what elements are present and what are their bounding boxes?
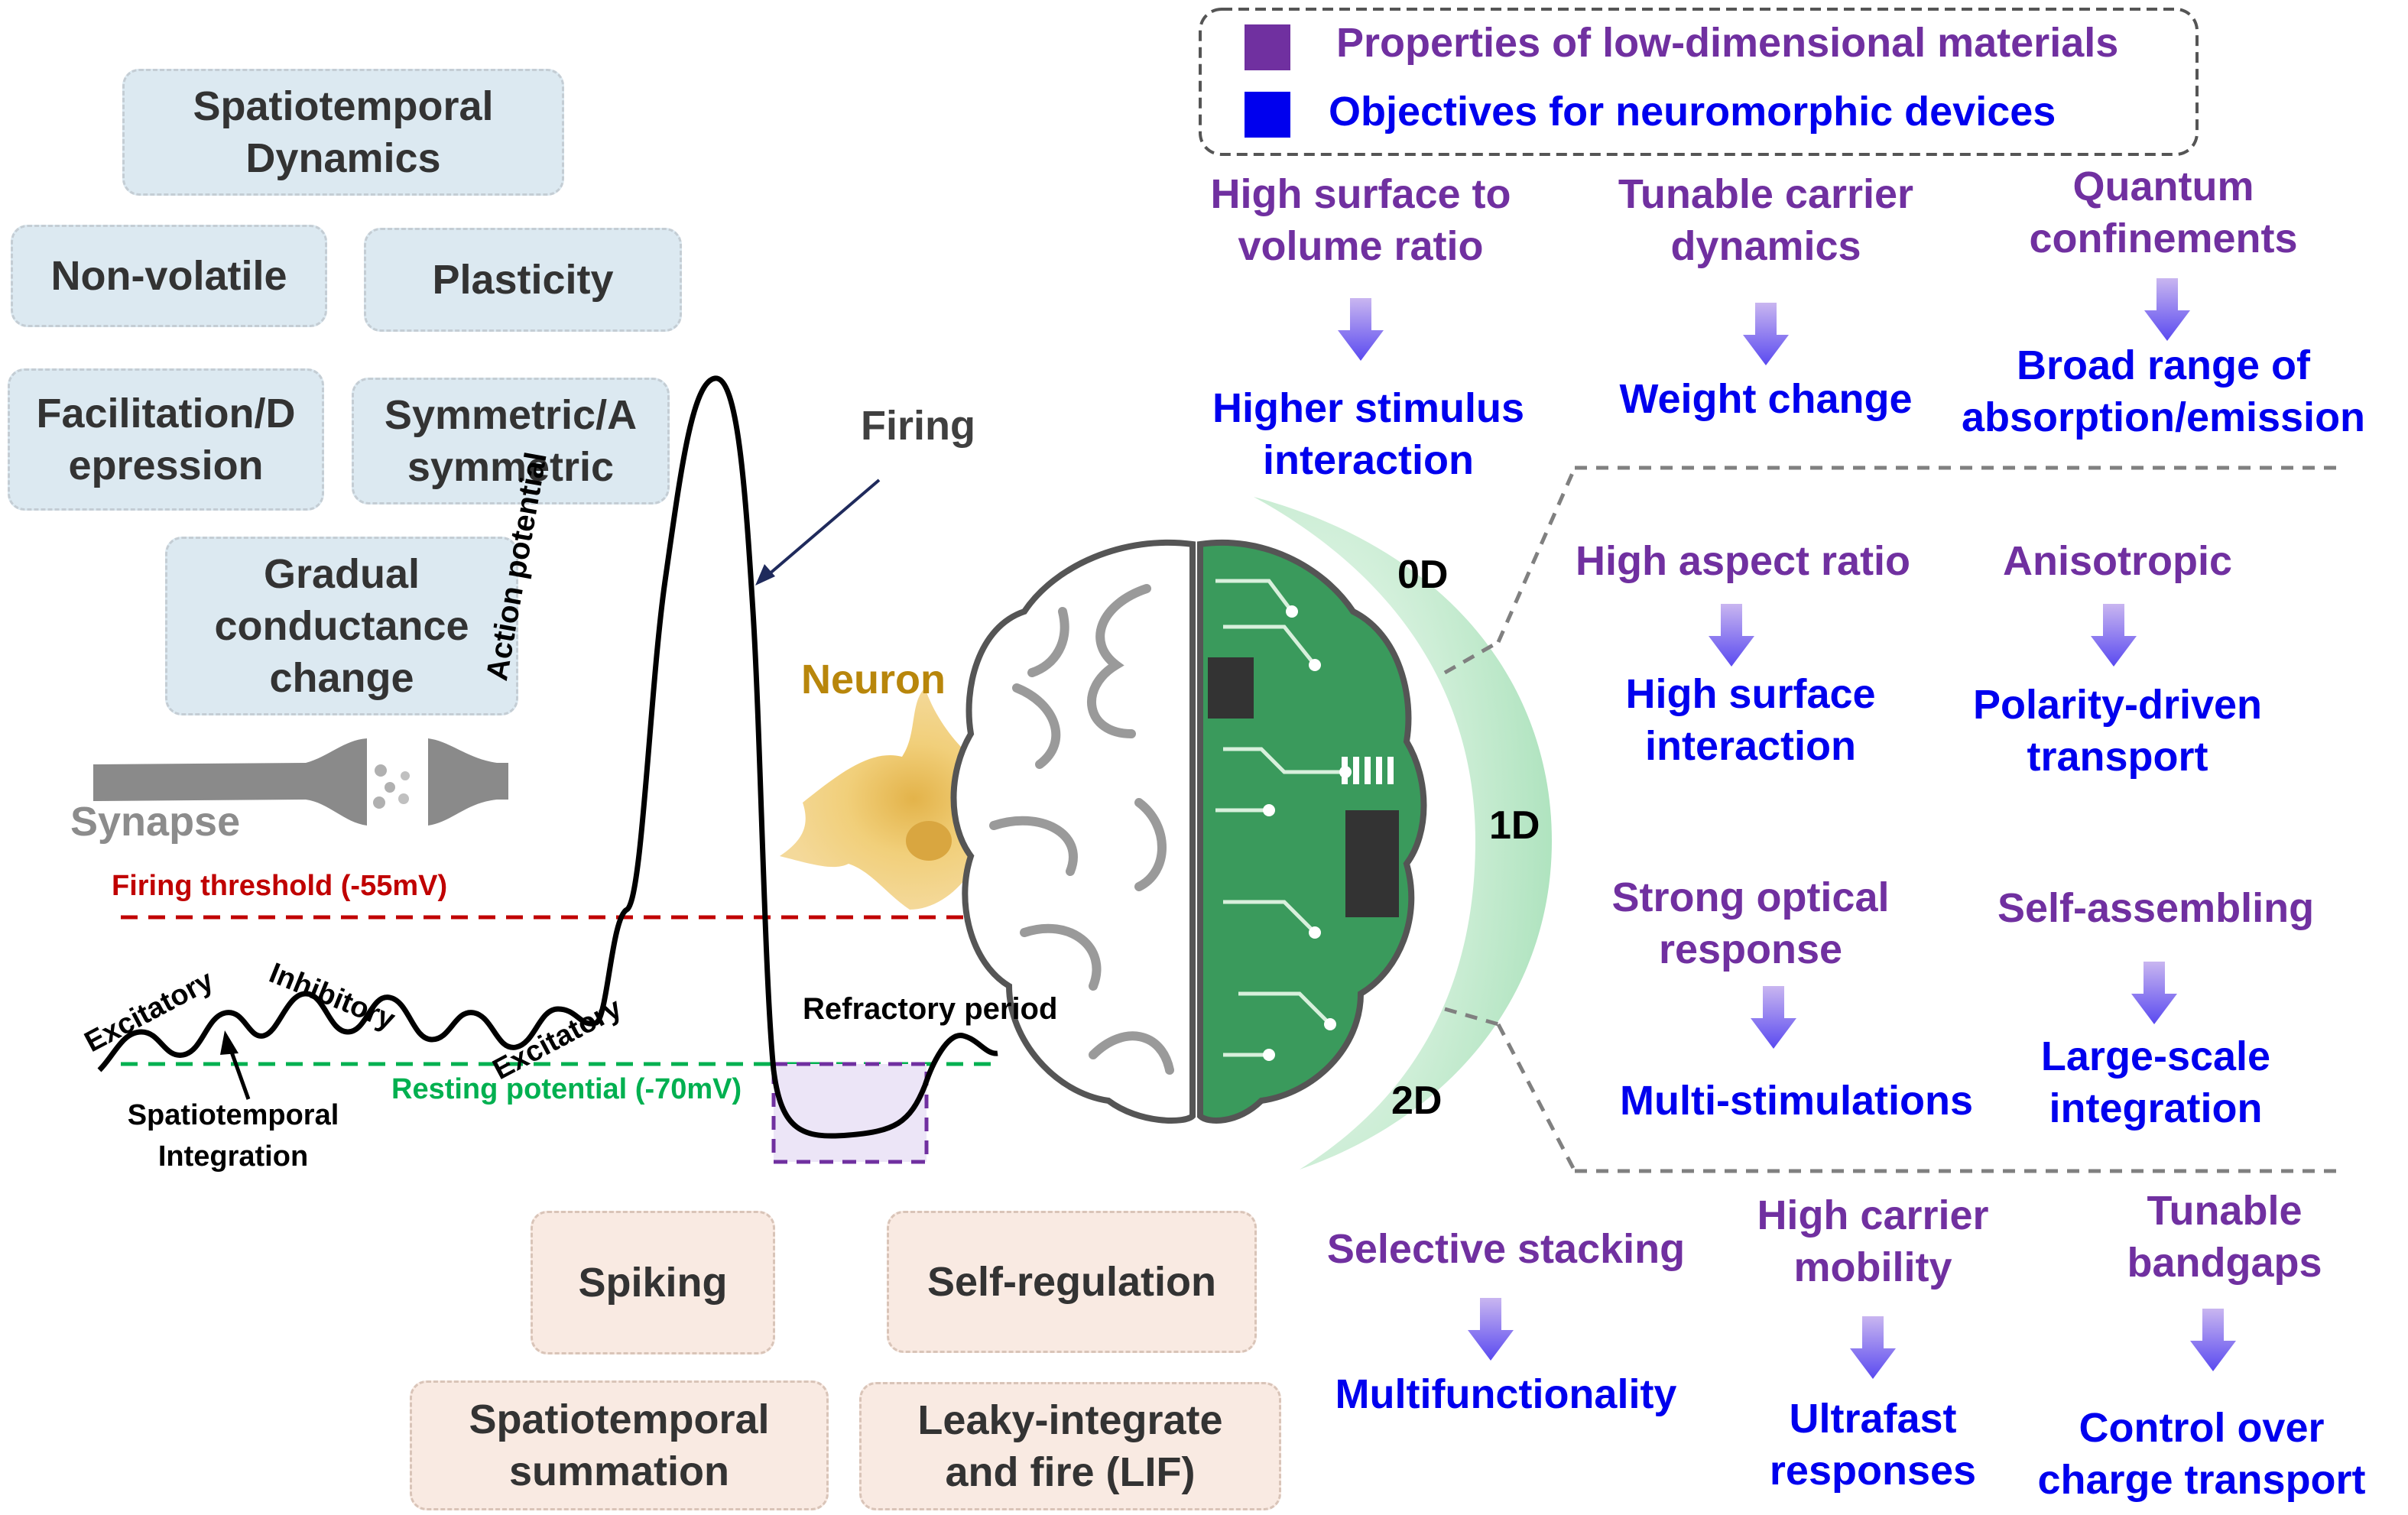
0d-property-2: Tunable carrier dynamics (1618, 171, 1914, 269)
synapse-illustration (93, 738, 508, 826)
feature-leaky-integrate-fire: Leaky-integrate and fire (LIF) (859, 1382, 1281, 1510)
feature-facilitation-depression: Facilitation/D epression (8, 368, 324, 511)
feature-non-volatile: Non-volatile (11, 225, 327, 327)
feature-spatiotemporal-summation: Spatiotemporal summation (410, 1380, 829, 1510)
feature-gradual-conductance: Gradual conductance change (165, 537, 518, 715)
legend-objectives-swatch (1245, 92, 1290, 138)
legend-properties-swatch (1245, 24, 1290, 70)
neuron-label: Neuron (801, 657, 946, 702)
2d-objective-1: Multifunctionality (1335, 1371, 1677, 1417)
2d-property-2: High carrier mobility (1757, 1192, 1989, 1290)
feature-spatiotemporal-dynamics: Spatiotemporal Dynamics (122, 69, 564, 196)
legend-frame (1199, 8, 2199, 156)
1d-property-1: High aspect ratio (1575, 538, 1911, 584)
legend-objectives-label: Objectives for neuromorphic devices (1329, 89, 2056, 135)
dim-2d-label: 2D (1391, 1079, 1443, 1123)
synapse-label: Synapse (70, 799, 241, 845)
firing-threshold-label: Firing threshold (-55mV) (112, 870, 448, 902)
legend-properties-label: Properties of low-dimensional materials (1336, 20, 2119, 66)
dimension-crescent (1254, 497, 1552, 1170)
0d-objective-3: Broad range of absorption/emission (1961, 342, 2366, 440)
1d-objective-1: High surface interaction (1625, 671, 1876, 769)
integration-arrow (227, 1045, 251, 1100)
feature-plasticity: Plasticity (364, 228, 682, 332)
firing-arrow (767, 479, 881, 576)
1d-objective-3: Multi-stimulations (1620, 1078, 1973, 1124)
2d-objective-2: Ultrafast responses (1769, 1396, 1977, 1494)
spatiotemporal-integration-label: Spatiotemporal Integration (127, 1099, 339, 1173)
1d-property-4: Self-assembling (1997, 885, 2315, 931)
brain-left-hemisphere (950, 539, 1196, 1124)
1d-property-2: Anisotropic (2002, 538, 2232, 584)
feature-symmetric-asymmetric: Symmetric/A symmetric (352, 378, 670, 504)
refractory-box (771, 1062, 929, 1164)
firing-label: Firing (861, 403, 975, 449)
1d-property-3: Strong optical response (1611, 874, 1890, 972)
action-potential-curve (97, 375, 998, 1139)
1d-objective-2: Polarity-driven transport (1972, 682, 2263, 780)
dim-0d-label: 0D (1397, 553, 1449, 597)
0d-property-1: High surface to volume ratio (1210, 171, 1511, 269)
refractory-period-label: Refractory period (803, 992, 1058, 1026)
2d-objective-3: Control over charge transport (2037, 1405, 2366, 1503)
feature-self-regulation: Self-regulation (887, 1211, 1257, 1353)
1d-objective-4: Large-scale integration (2040, 1033, 2271, 1131)
0d-objective-1: Higher stimulus interaction (1212, 385, 1525, 483)
0d-objective-2: Weight change (1619, 376, 1913, 422)
brain-right-hemisphere (1197, 539, 1427, 1124)
2d-property-1: Selective stacking (1326, 1226, 1686, 1272)
0d-property-3: Quantum confinements (2029, 164, 2298, 261)
feature-spiking: Spiking (531, 1211, 775, 1354)
dim-1d-label: 1D (1489, 803, 1540, 848)
dimension-connectors (1443, 466, 2339, 1173)
2d-property-3: Tunable bandgaps (2127, 1188, 2322, 1286)
resting-potential-label: Resting potential (-70mV) (391, 1073, 742, 1105)
